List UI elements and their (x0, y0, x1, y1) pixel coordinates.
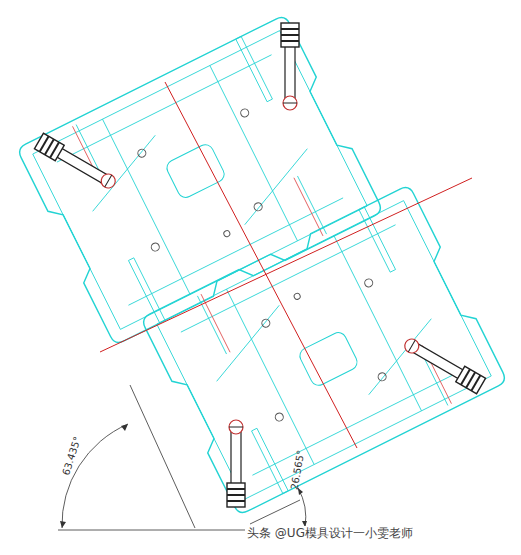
watermark: 头条 @UG模具设计一小雯老师 (245, 526, 415, 540)
angle-dimension: 26.565° (288, 447, 307, 492)
angle-dimension: 63.435° (59, 433, 84, 479)
